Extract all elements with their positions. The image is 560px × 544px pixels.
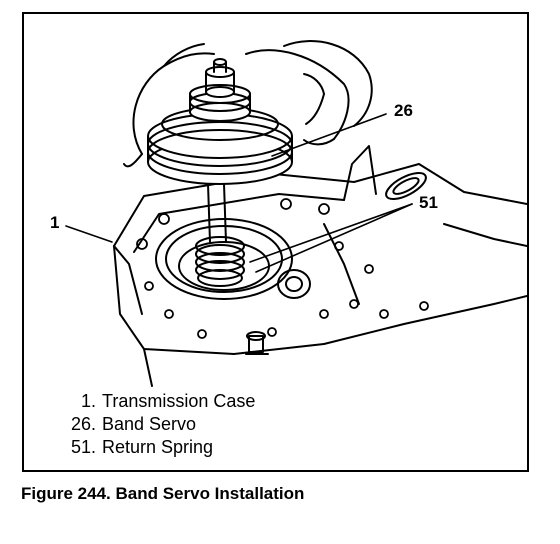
leader-26 [271,113,387,157]
leader-lines [65,113,413,273]
return-spring [195,236,245,287]
legend-number: 26. [70,414,96,434]
legend-item-transmission-case: 1. Transmission Case [62,390,255,413]
servo-bore [155,218,293,300]
legend-label: Band Servo [102,414,197,434]
figure-caption: Figure 244. Band Servo Installation [21,484,305,503]
legend-item-return-spring: 51. Return Spring [62,436,255,459]
transmission-case [113,145,527,387]
callout-1: 1 [50,213,60,232]
legend: 1. Transmission Case 26. Band Servo 51. Ret… [62,390,255,459]
band-servo-illustration [65,40,527,387]
callout-51: 51 [419,193,438,212]
legend-number: 1. [80,391,96,411]
case-bolt [245,331,269,355]
legend-item-band-servo: 26. Band Servo [62,413,255,436]
leader-51a [249,203,413,263]
legend-label: Return Spring [102,437,214,457]
leader-1 [65,225,113,243]
hands [123,40,373,168]
servo-rod [207,183,227,243]
callout-26: 26 [394,101,413,120]
figure-frame: 1 26 51 1. Transmission Case 26. Band Serv… [22,12,529,472]
legend-label: Transmission Case [102,391,256,411]
legend-number: 51. [70,437,96,457]
band-servo [147,58,293,185]
leader-51b [255,203,413,273]
